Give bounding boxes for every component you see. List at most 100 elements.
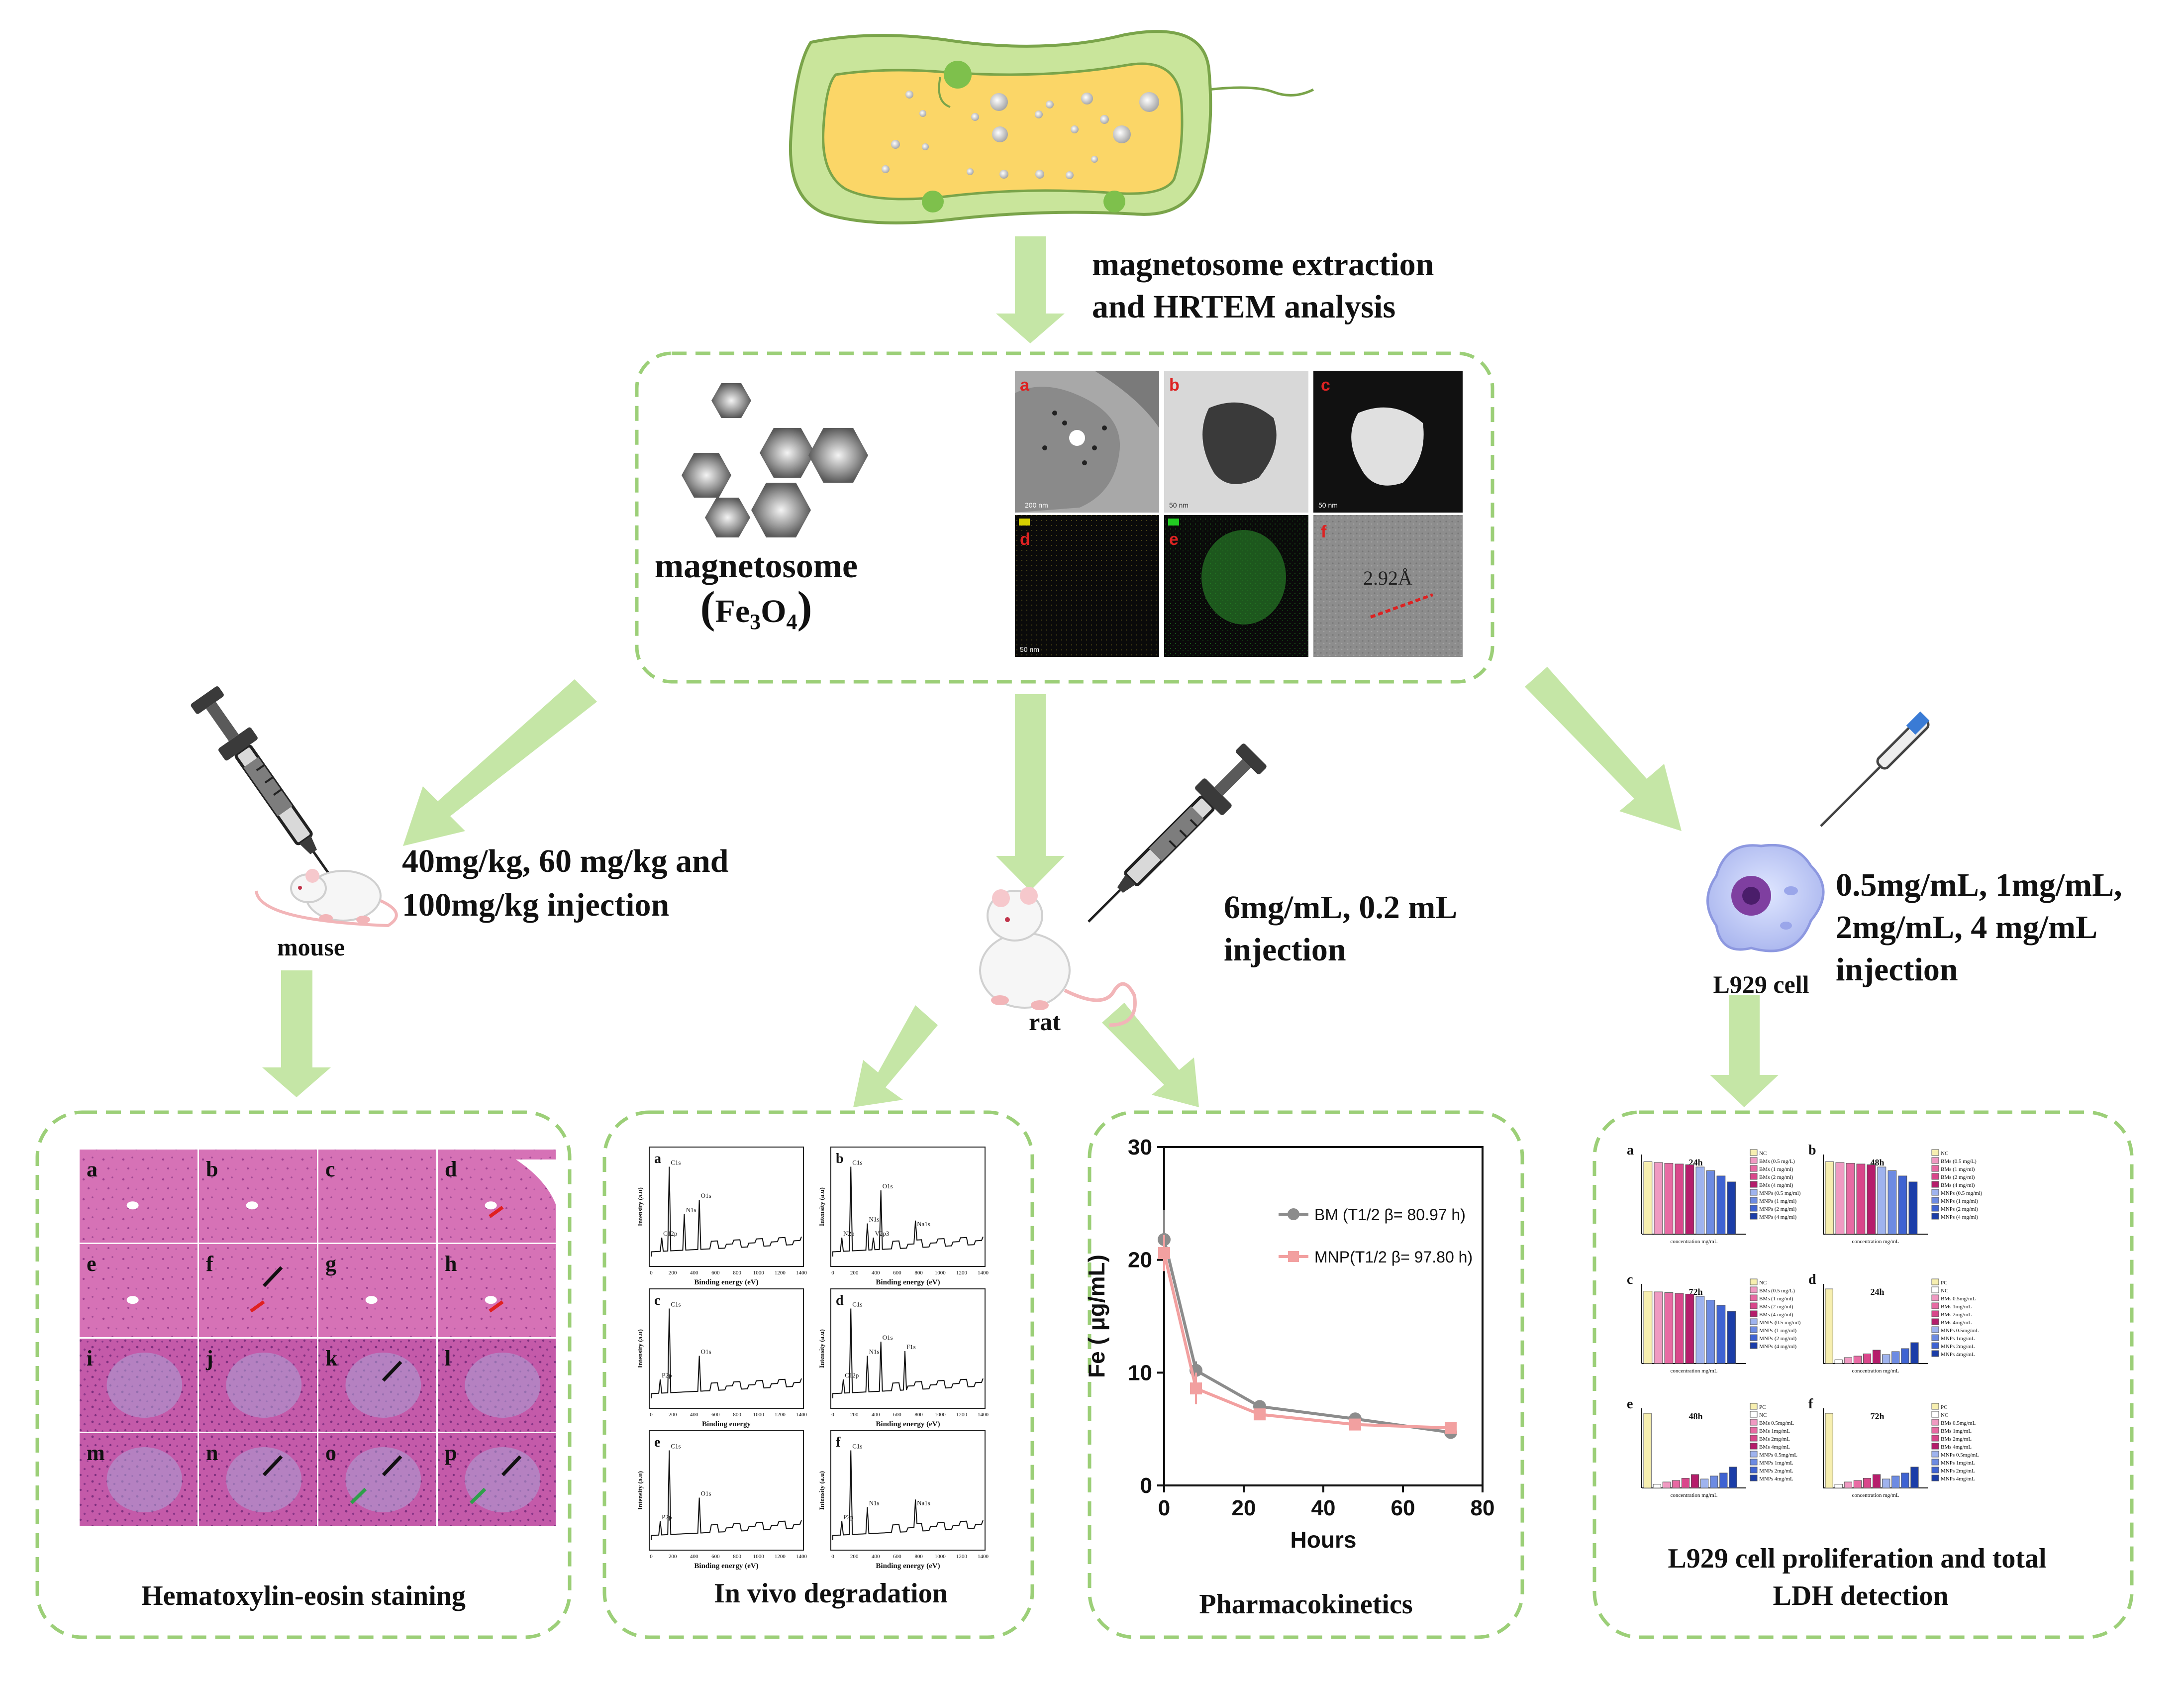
assay-legend-label: MNPs 0.5mg/mL <box>1759 1452 1797 1458</box>
he-panel: h <box>438 1244 556 1337</box>
assay-legend-label: BMs (2 mg/ml) <box>1941 1174 1975 1180</box>
assay-bar <box>1910 1467 1919 1488</box>
rat-icon <box>979 887 1137 1027</box>
black-arrow-icon <box>262 1455 283 1476</box>
svg-text:1400: 1400 <box>796 1554 807 1560</box>
svg-text:1200: 1200 <box>956 1554 968 1560</box>
assay-bar <box>1727 1311 1736 1364</box>
he-panel: m <box>80 1433 198 1526</box>
assay-legend-label: BMs (1 mg/ml) <box>1941 1166 1975 1172</box>
assay-legend-label: MNPs (1 mg/ml) <box>1759 1328 1797 1334</box>
assay-legend-label: BMs (1 mg/ml) <box>1759 1296 1793 1302</box>
assay-bar <box>1643 1413 1652 1488</box>
he-panel-label: n <box>206 1441 218 1465</box>
svg-text:1400: 1400 <box>978 1554 989 1560</box>
svg-text:Intensity (a.u): Intensity (a.u) <box>636 1329 644 1368</box>
xps-peak-label: C12p <box>845 1371 859 1379</box>
svg-text:concentration mg/mL: concentration mg/mL <box>1671 1492 1718 1498</box>
he-panel-label: g <box>325 1252 336 1276</box>
assay-legend-label: MNPs (2 mg/ml) <box>1759 1206 1797 1212</box>
tem-panel-f: f 2.92Å <box>1313 515 1463 657</box>
svg-text:800: 800 <box>733 1554 741 1560</box>
assay-bar <box>1887 1170 1897 1235</box>
black-arrow-icon <box>382 1361 402 1382</box>
assay-legend-label: MNPs 1mg/mL <box>1941 1460 1975 1466</box>
pk-y-axis-label: Fe ( μg/mL) <box>1084 1255 1109 1378</box>
he-panel-label: c <box>325 1157 335 1181</box>
svg-text:200: 200 <box>850 1270 859 1276</box>
assay-bar <box>1867 1164 1876 1235</box>
l929-cell-icon <box>1706 843 1825 952</box>
svg-text:a: a <box>654 1151 661 1166</box>
pk-point <box>1190 1382 1202 1395</box>
svg-text:400: 400 <box>690 1412 698 1418</box>
xps-peak-label: V2p3 <box>875 1230 890 1237</box>
assay-bar <box>1856 1163 1866 1235</box>
assay-legend-label: MNPs (1 mg/ml) <box>1759 1198 1797 1204</box>
assay-legend-label: MNPs (2 mg/ml) <box>1941 1206 1979 1212</box>
assay-legend-label: MNPs 0.5mg/mL <box>1941 1328 1979 1334</box>
svg-text:800: 800 <box>733 1412 741 1418</box>
xps-peak-label: P2p <box>662 1513 672 1521</box>
svg-text:0: 0 <box>831 1270 834 1276</box>
assay-bar <box>1653 1484 1661 1488</box>
he-panel-label: l <box>445 1346 451 1370</box>
red-arrow-icon <box>250 1300 265 1313</box>
svg-text:0: 0 <box>831 1412 834 1418</box>
assay-bar <box>1853 1356 1862 1364</box>
x-tick-label: 20 <box>1232 1496 1256 1520</box>
arrow-cell-down <box>1710 995 1779 1107</box>
assay-bar <box>1882 1478 1890 1488</box>
arrow-rat-to-xps <box>853 1005 938 1107</box>
svg-text:200: 200 <box>669 1270 677 1276</box>
assay-bar <box>1834 1360 1843 1364</box>
he-panel-label: b <box>206 1157 218 1181</box>
svg-text:1200: 1200 <box>775 1412 786 1418</box>
syringe-icon <box>188 684 356 900</box>
svg-text:1400: 1400 <box>796 1412 807 1418</box>
assay-bar <box>1834 1484 1843 1488</box>
svg-text:400: 400 <box>872 1554 880 1560</box>
xps-peak-label: C1s <box>671 1443 681 1450</box>
assay-legend-label: BMs (2 mg/ml) <box>1759 1174 1793 1180</box>
assay-legend-label: NC <box>1759 1280 1767 1286</box>
assay-bar <box>1825 1288 1833 1364</box>
assay-bar <box>1700 1478 1709 1488</box>
he-panel: k <box>318 1339 436 1432</box>
formula-fe3o4: (Fe3O4) <box>700 583 812 634</box>
assay-bar <box>1882 1354 1890 1364</box>
svg-text:Intensity (a.u): Intensity (a.u) <box>636 1187 644 1226</box>
xps-peak-label: N1s <box>869 1499 879 1507</box>
black-arrow-icon <box>262 1266 283 1287</box>
svg-text:1000: 1000 <box>753 1270 765 1276</box>
pk-point <box>1254 1408 1266 1421</box>
y-tick-label: 10 <box>1128 1361 1152 1385</box>
svg-text:72h: 72h <box>1871 1411 1885 1421</box>
svg-text:1200: 1200 <box>775 1554 786 1560</box>
assay-legend-label: BMs 4mg/mL <box>1759 1444 1790 1450</box>
svg-text:800: 800 <box>914 1554 923 1560</box>
svg-text:1000: 1000 <box>935 1270 946 1276</box>
assay-legend-label: NC <box>1759 1151 1767 1157</box>
xps-peak-label: Na1s <box>917 1220 930 1228</box>
assay-bar <box>1835 1162 1845 1235</box>
svg-text:400: 400 <box>872 1270 880 1276</box>
tem-panel-e: e <box>1164 515 1308 657</box>
svg-text:f: f <box>1321 523 1327 541</box>
he-panel: d <box>438 1150 556 1243</box>
svg-text:1200: 1200 <box>956 1270 968 1276</box>
assay-bar <box>1685 1164 1694 1235</box>
xps-peak-label: O1s <box>883 1334 893 1341</box>
xps-box <box>602 1110 1034 1639</box>
svg-text:Binding energy: Binding energy <box>702 1420 751 1428</box>
he-panel: o <box>318 1433 436 1526</box>
arrow-to-rat <box>996 694 1065 891</box>
assay-bar <box>1891 1351 1900 1364</box>
flow-arrows <box>262 236 1779 1107</box>
